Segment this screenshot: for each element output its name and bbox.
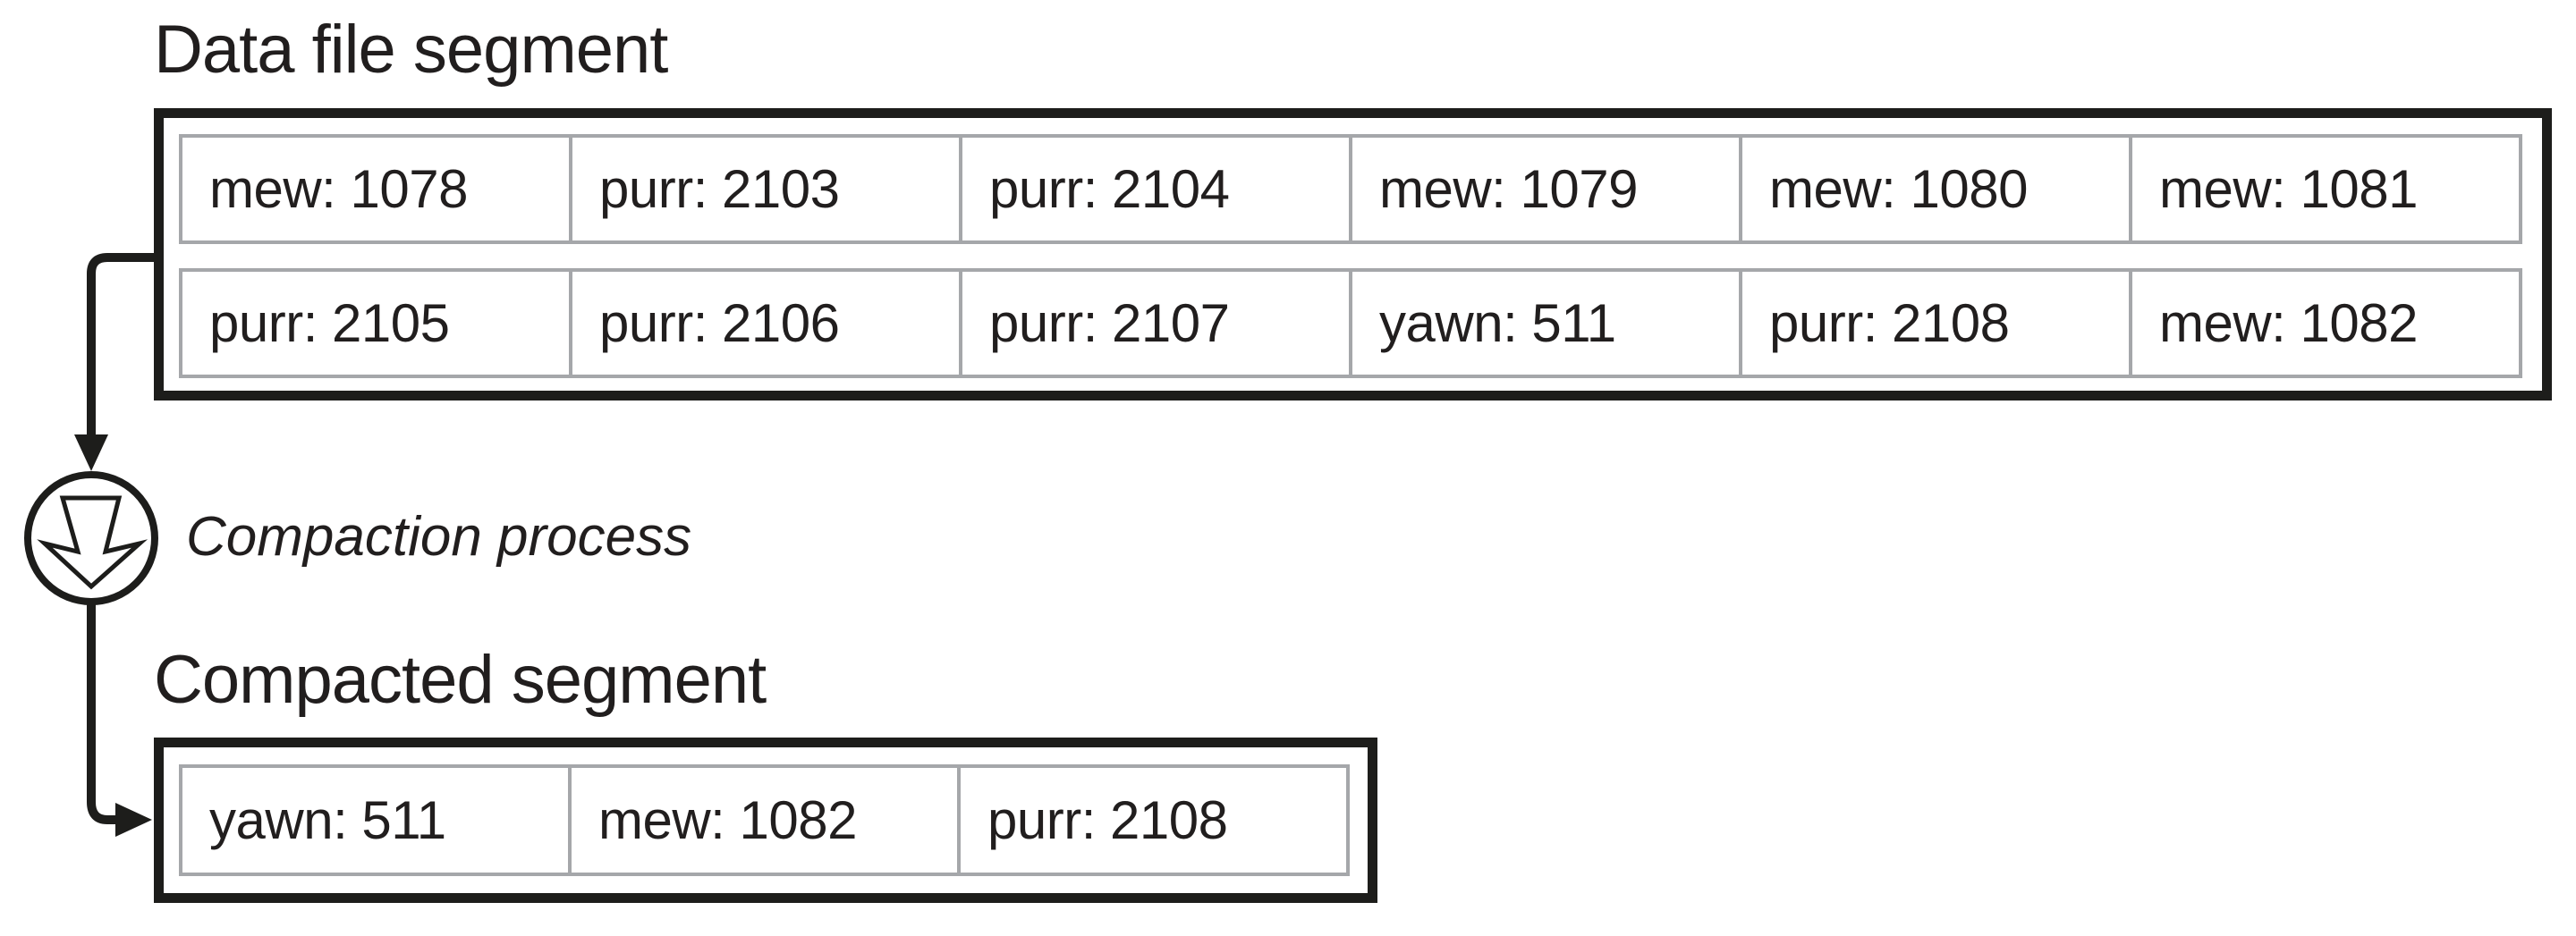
compaction-process-label: Compaction process (186, 506, 692, 568)
record-cell: purr: 2105 (182, 272, 572, 375)
compaction-process-circle (24, 471, 158, 605)
connector-line-bottom (87, 602, 119, 824)
record-cell: purr: 2107 (962, 272, 1352, 375)
compaction-double-arrow-down-icon (37, 495, 148, 590)
record-cell: mew: 1082 (2159, 293, 2419, 353)
record-cell: mew: 1080 (1742, 138, 2132, 240)
segment-row-1: mew: 1078 purr: 2103 purr: 2104 mew: 107… (179, 134, 2522, 244)
segment-row-2: purr: 2105 purr: 2106 purr: 2107 yawn: 5… (179, 268, 2522, 378)
compacted-segment-box: yawn: 511 mew: 1082 purr: 2108 (154, 738, 1377, 903)
record-cell: purr: 2108 (987, 790, 1228, 850)
compacted-row: yawn: 511 mew: 1082 purr: 2108 (179, 764, 1350, 876)
data-file-segment-title: Data file segment (154, 12, 668, 88)
record-cell: purr: 2108 (1742, 272, 2132, 375)
record-cell: purr: 2106 (572, 272, 962, 375)
record-cell: purr: 2104 (962, 138, 1352, 240)
connector-line-top (87, 253, 154, 438)
record-cell: yawn: 511 (1352, 272, 1742, 375)
record-cell: mew: 1078 (182, 138, 572, 240)
record-cell: yawn: 511 (182, 768, 572, 873)
record-cell: mew: 1081 (2159, 159, 2419, 219)
record-cell: purr: 2103 (572, 138, 962, 240)
compacted-segment-title: Compacted segment (154, 642, 767, 718)
data-file-segment-box: mew: 1078 purr: 2103 purr: 2104 mew: 107… (154, 108, 2552, 401)
record-cell: mew: 1079 (1352, 138, 1742, 240)
arrowhead-right-icon (115, 803, 152, 837)
arrowhead-down-icon (74, 434, 108, 471)
record-cell: mew: 1082 (572, 768, 961, 873)
